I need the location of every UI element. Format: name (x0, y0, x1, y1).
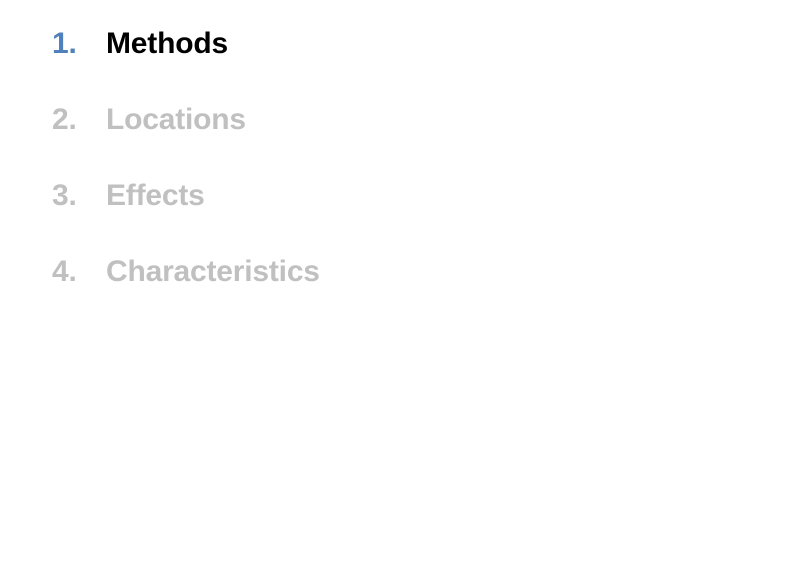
outline-item-locations: 2. Locations (52, 98, 320, 174)
outline-item-effects: 3. Effects (52, 174, 320, 250)
outline-item-label: Locations (106, 103, 246, 136)
outline-item-characteristics: 4. Characteristics (52, 250, 320, 326)
outline-item-label: Effects (106, 179, 205, 212)
outline-item-number: 1. (52, 27, 77, 60)
outline-item-methods: 1. Methods (52, 22, 320, 98)
outline-item-label: Characteristics (106, 255, 320, 288)
outline-item-number: 4. (52, 255, 77, 288)
outline-item-number: 3. (52, 179, 77, 212)
outline-item-number: 2. (52, 103, 77, 136)
outline-list: 1. Methods 2. Locations 3. Effects 4. Ch… (52, 22, 320, 326)
outline-item-label: Methods (106, 27, 228, 60)
